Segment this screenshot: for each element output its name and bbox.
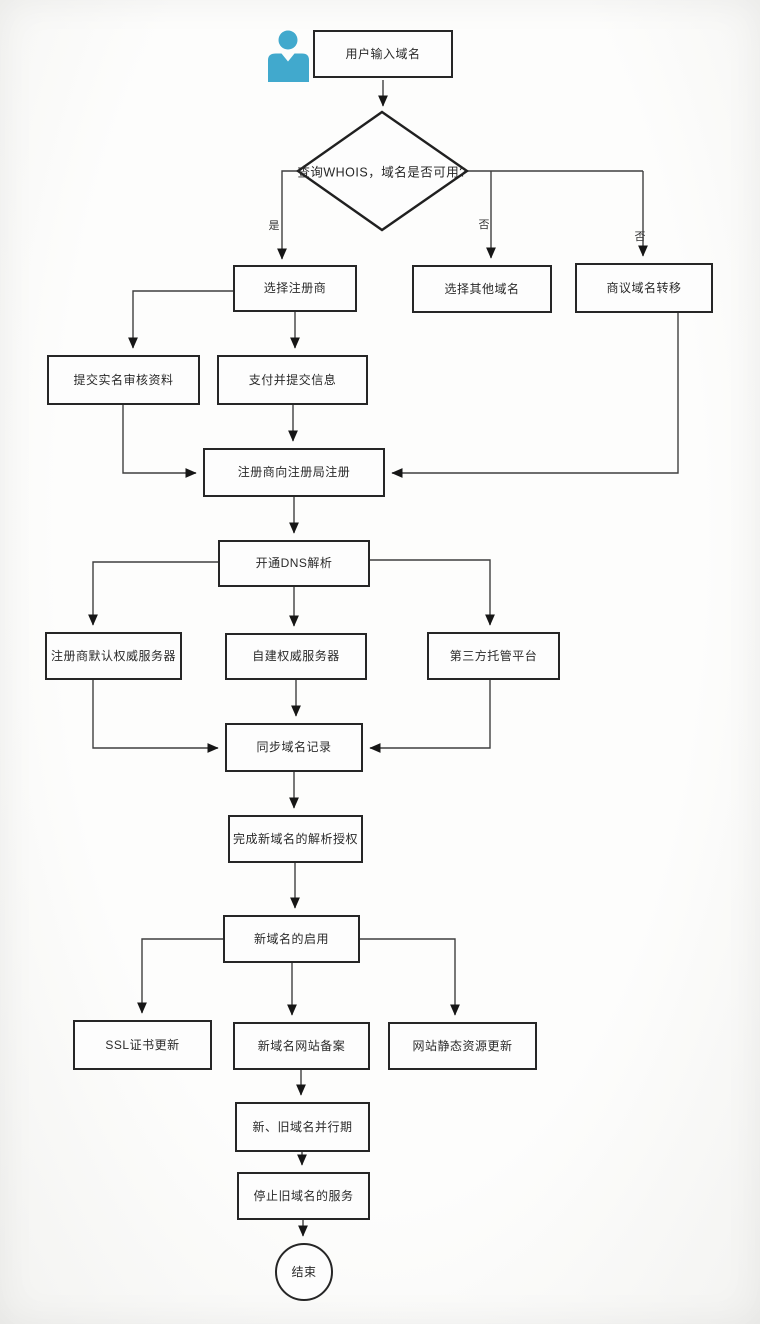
person-icon (268, 30, 309, 82)
edge-label-no-right: 否 (634, 231, 646, 243)
edge-transfer-to-register (391, 313, 679, 478)
node-submit-real-name: 提交实名审核资料 (47, 355, 200, 405)
node-pay-and-submit: 支付并提交信息 (217, 355, 368, 405)
edge-dns-to-third-party (370, 559, 495, 626)
node-negotiate-transfer: 商议域名转移 (575, 263, 713, 313)
edge-realname-to-register (122, 405, 197, 478)
node-complete-resolution-auth: 完成新域名的解析授权 (228, 815, 363, 863)
edge-label-no-left: 否 (478, 219, 490, 231)
decision-diamond-shape (295, 110, 470, 232)
node-new-domain-site-filing: 新域名网站备案 (233, 1022, 370, 1070)
node-registrar-default-server: 注册商默认权威服务器 (45, 632, 182, 680)
edge-label-yes: 是 (268, 220, 280, 232)
edge-dns-to-default-server (88, 561, 218, 626)
node-sync-domain-records: 同步域名记录 (225, 723, 363, 772)
edge-default-server-to-sync (92, 680, 219, 753)
edge-registrar-to-realname (128, 290, 233, 349)
node-self-built-server: 自建权威服务器 (225, 633, 367, 680)
edge-third-party-to-sync (369, 680, 491, 753)
node-whois-decision: 查询WHOIS，域名是否可用? (297, 165, 467, 180)
node-choose-registrar: 选择注册商 (233, 265, 357, 312)
node-static-resource-update: 网站静态资源更新 (388, 1022, 537, 1070)
node-registrar-register: 注册商向注册局注册 (203, 448, 385, 497)
node-third-party-platform: 第三方托管平台 (427, 632, 560, 680)
node-choose-other-domain: 选择其他域名 (412, 265, 552, 313)
edge-enable-to-static (360, 938, 460, 1016)
edge-enable-to-ssl (137, 938, 223, 1014)
node-enable-dns: 开通DNS解析 (218, 540, 370, 587)
node-end: 结束 (275, 1243, 333, 1301)
node-enable-new-domain: 新域名的启用 (223, 915, 360, 963)
node-ssl-cert-update: SSL证书更新 (73, 1020, 212, 1070)
node-parallel-period: 新、旧域名并行期 (235, 1102, 370, 1152)
node-user-input: 用户输入域名 (313, 30, 453, 78)
node-stop-old-domain: 停止旧域名的服务 (237, 1172, 370, 1220)
edge-decision-yes (277, 170, 298, 260)
